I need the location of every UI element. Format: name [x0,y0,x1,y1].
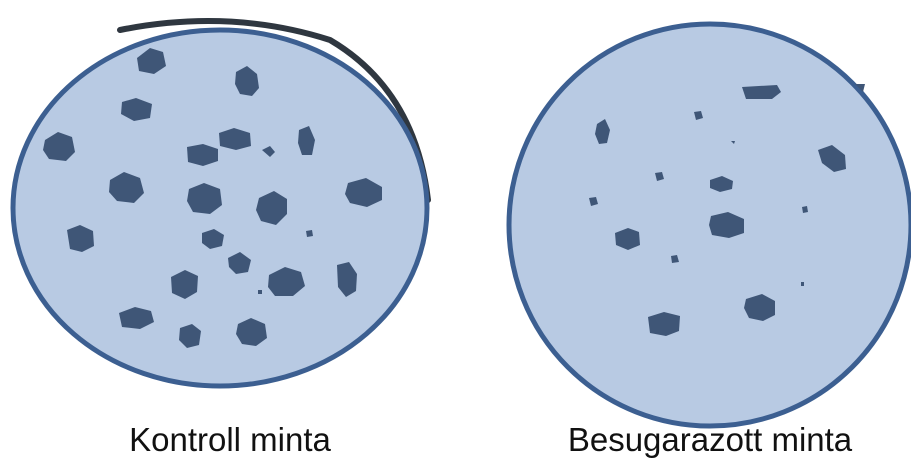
colony [801,282,804,286]
colony [258,290,262,294]
irradiated-sample-label: Besugarazott minta [545,420,875,460]
control-dish [13,21,428,386]
control-dish-plate [13,30,427,386]
irradiated-dish [509,24,911,426]
colony [306,230,313,237]
control-sample-label: Kontroll minta [95,420,365,460]
colony [648,312,680,336]
colony [802,206,808,213]
